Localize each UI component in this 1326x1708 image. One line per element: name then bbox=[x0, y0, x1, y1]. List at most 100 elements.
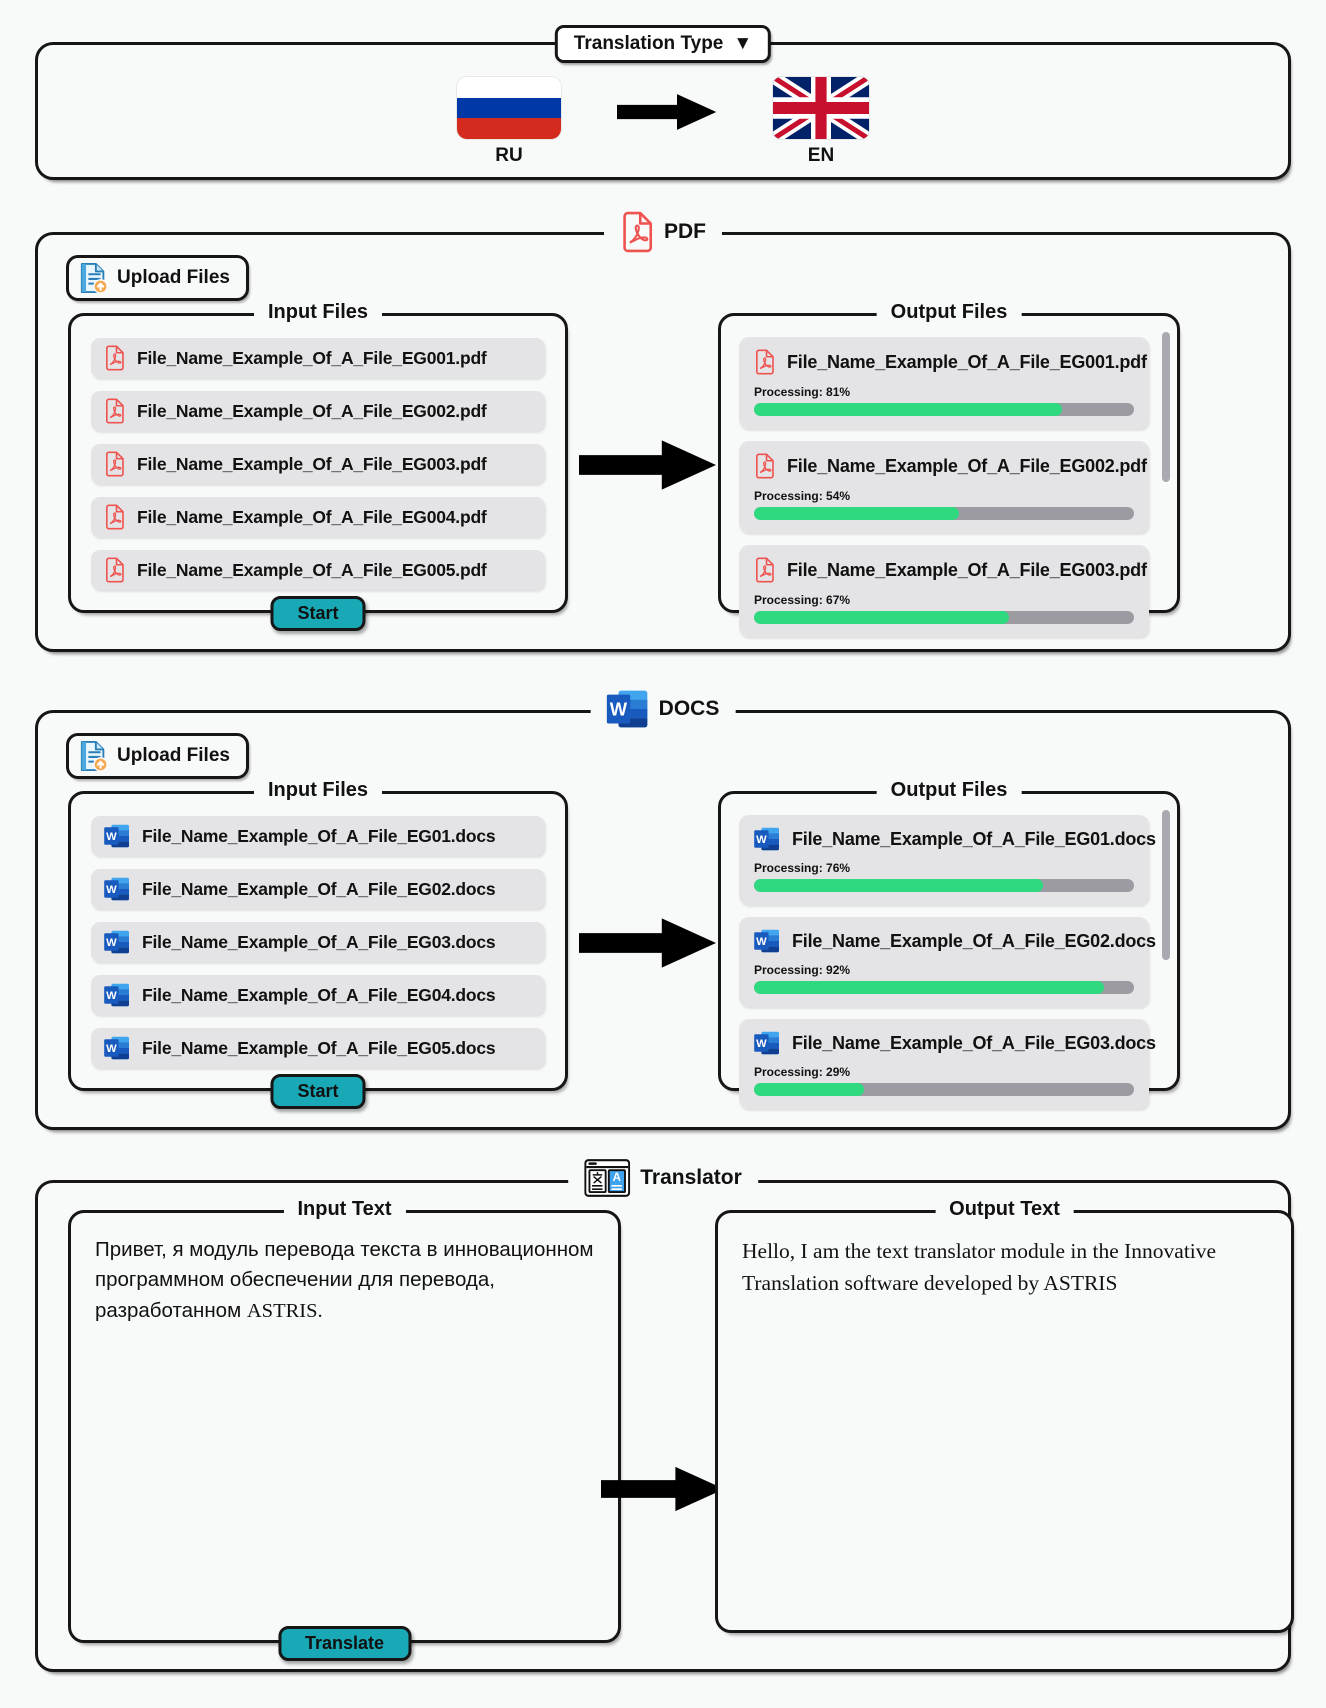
docs-input-file-row: File_Name_Example_Of_A_File_EG01.docs bbox=[91, 816, 545, 856]
pdf-input-file-row: File_Name_Example_Of_A_File_EG001.pdf bbox=[91, 338, 545, 378]
word-file-icon bbox=[607, 689, 649, 729]
file-name: File_Name_Example_Of_A_File_EG002.pdf bbox=[787, 455, 1147, 476]
target-language-code: EN bbox=[807, 145, 835, 166]
upload-file-icon bbox=[79, 740, 109, 772]
word-file-icon bbox=[104, 930, 130, 954]
translator-input-panel: Input Text Привет, я модуль перевода тек… bbox=[68, 1198, 621, 1661]
docs-input-file-row: File_Name_Example_Of_A_File_EG02.docs bbox=[91, 869, 545, 909]
arrow-right-icon bbox=[601, 1465, 725, 1513]
output-text: Hello, I am the text translator module i… bbox=[742, 1239, 1217, 1296]
file-name: File_Name_Example_Of_A_File_EG003.pdf bbox=[787, 559, 1147, 580]
pdf-input-file-row: File_Name_Example_Of_A_File_EG002.pdf bbox=[91, 391, 545, 431]
translate-button[interactable]: Translate bbox=[277, 1626, 412, 1661]
pdf-upload-files-button[interactable]: Upload Files bbox=[66, 255, 249, 301]
docs-output-files-panel: Output Files File_Name_Example_Of_A_File… bbox=[718, 779, 1180, 1109]
target-language[interactable]: EN bbox=[773, 77, 869, 167]
uk-flag-icon bbox=[773, 77, 869, 139]
russia-flag-icon bbox=[457, 77, 561, 139]
chevron-down-icon: ▼ bbox=[733, 33, 753, 54]
pdf-output-file-card: File_Name_Example_Of_A_File_EG001.pdf Pr… bbox=[739, 337, 1149, 429]
progress-fill bbox=[754, 1083, 865, 1096]
progress-fill bbox=[754, 879, 1043, 892]
file-name: File_Name_Example_Of_A_File_EG005.pdf bbox=[137, 559, 487, 580]
word-file-icon bbox=[754, 929, 780, 953]
pdf-output-file-card: File_Name_Example_Of_A_File_EG002.pdf Pr… bbox=[739, 441, 1149, 533]
docs-input-files-title: Input Files bbox=[254, 779, 382, 802]
pdf-input-file-row: File_Name_Example_Of_A_File_EG005.pdf bbox=[91, 550, 545, 590]
pdf-file-icon bbox=[620, 211, 654, 253]
docs-input-file-row: File_Name_Example_Of_A_File_EG03.docs bbox=[91, 922, 545, 962]
translation-type-label: Translation Type bbox=[573, 33, 724, 54]
progress-fill bbox=[754, 403, 1062, 416]
pdf-section-title: PDF bbox=[604, 211, 722, 253]
word-file-icon bbox=[104, 877, 130, 901]
file-name: File_Name_Example_Of_A_File_EG03.docs bbox=[792, 1032, 1156, 1053]
scrollbar-thumb[interactable] bbox=[1162, 332, 1170, 482]
processing-label: Processing: 76% bbox=[754, 861, 851, 875]
source-language[interactable]: RU bbox=[457, 77, 561, 167]
pdf-file-icon bbox=[104, 504, 125, 530]
file-name: File_Name_Example_Of_A_File_EG01.docs bbox=[792, 828, 1156, 849]
docs-start-button[interactable]: Start bbox=[270, 1074, 366, 1109]
pdf-section-title-text: PDF bbox=[664, 220, 706, 243]
word-file-icon bbox=[104, 1036, 130, 1060]
upload-files-label: Upload Files bbox=[117, 267, 230, 288]
upload-files-label: Upload Files bbox=[117, 745, 230, 766]
docs-input-files-panel: Input Files File_Name_Example_Of_A_File_… bbox=[68, 779, 568, 1109]
progress-bar bbox=[754, 611, 1134, 624]
docs-output-files-title: Output Files bbox=[876, 779, 1022, 802]
file-name: File_Name_Example_Of_A_File_EG05.docs bbox=[142, 1037, 496, 1058]
docs-output-file-card: File_Name_Example_Of_A_File_EG01.docs Pr… bbox=[739, 815, 1156, 905]
processing-label: Processing: 54% bbox=[754, 489, 851, 503]
word-file-icon bbox=[104, 824, 130, 848]
file-name: File_Name_Example_Of_A_File_EG03.docs bbox=[142, 931, 496, 952]
output-text-title: Output Text bbox=[935, 1198, 1074, 1221]
docs-output-file-card: File_Name_Example_Of_A_File_EG03.docs Pr… bbox=[739, 1019, 1156, 1109]
pdf-file-icon bbox=[754, 557, 775, 583]
processing-label: Processing: 29% bbox=[754, 1065, 851, 1079]
pdf-section: PDF Upload Files Input Files File_Name_E… bbox=[35, 211, 1291, 652]
pdf-file-icon bbox=[104, 398, 125, 424]
file-name: File_Name_Example_Of_A_File_EG003.pdf bbox=[137, 453, 487, 474]
translation-type-dropdown[interactable]: Translation Type ▼ bbox=[554, 25, 772, 63]
pdf-file-icon bbox=[104, 451, 125, 477]
docs-section: DOCS Upload Files Input Files File_Name_… bbox=[35, 689, 1291, 1130]
progress-fill bbox=[754, 507, 960, 520]
progress-fill bbox=[754, 981, 1104, 994]
arrow-right-icon bbox=[579, 439, 717, 491]
progress-bar bbox=[754, 1083, 1134, 1096]
pdf-output-file-card: File_Name_Example_Of_A_File_EG003.pdf Pr… bbox=[739, 545, 1149, 637]
input-text-brand: ASTRIS. bbox=[246, 1299, 323, 1322]
file-name: File_Name_Example_Of_A_File_EG001.pdf bbox=[137, 347, 487, 368]
pdf-file-icon bbox=[104, 345, 125, 371]
docs-upload-files-button[interactable]: Upload Files bbox=[66, 733, 249, 779]
arrow-right-icon bbox=[579, 917, 717, 969]
input-textarea[interactable]: Привет, я модуль перевода текста в иннов… bbox=[71, 1213, 618, 1348]
pdf-input-file-row: File_Name_Example_Of_A_File_EG003.pdf bbox=[91, 444, 545, 484]
file-name: File_Name_Example_Of_A_File_EG02.docs bbox=[142, 878, 496, 899]
file-name: File_Name_Example_Of_A_File_EG02.docs bbox=[792, 930, 1156, 951]
progress-fill bbox=[754, 611, 1009, 624]
upload-file-icon bbox=[79, 262, 109, 294]
progress-bar bbox=[754, 879, 1134, 892]
pdf-file-icon bbox=[754, 349, 775, 375]
scrollbar-thumb[interactable] bbox=[1162, 810, 1170, 960]
pdf-start-button[interactable]: Start bbox=[270, 596, 366, 631]
processing-label: Processing: 81% bbox=[754, 385, 851, 399]
docs-section-title: DOCS bbox=[590, 689, 736, 729]
word-file-icon bbox=[754, 1031, 780, 1055]
processing-label: Processing: 92% bbox=[754, 963, 851, 977]
source-language-code: RU bbox=[495, 145, 523, 166]
file-name: File_Name_Example_Of_A_File_EG001.pdf bbox=[787, 351, 1147, 372]
pdf-file-icon bbox=[104, 557, 125, 583]
input-text-title: Input Text bbox=[283, 1198, 406, 1221]
file-name: File_Name_Example_Of_A_File_EG004.pdf bbox=[137, 506, 487, 527]
translator-section: Translator Input Text Привет, я модуль п… bbox=[35, 1159, 1294, 1672]
arrow-right-icon bbox=[617, 93, 717, 131]
file-name: File_Name_Example_Of_A_File_EG01.docs bbox=[142, 825, 496, 846]
progress-bar bbox=[754, 981, 1134, 994]
progress-bar bbox=[754, 403, 1134, 416]
docs-output-file-card: File_Name_Example_Of_A_File_EG02.docs Pr… bbox=[739, 917, 1156, 1007]
progress-bar bbox=[754, 507, 1134, 520]
